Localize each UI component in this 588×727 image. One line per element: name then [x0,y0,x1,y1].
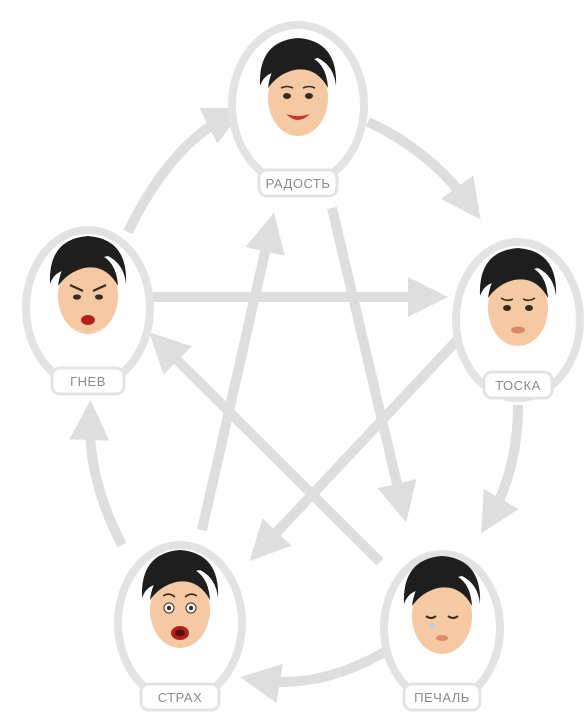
arrow-longing-to-sadness [490,405,518,518]
node-fear: СТРАХ [118,545,242,710]
node-label: СТРАХ [158,690,203,705]
node-joy: РАДОСТЬ [232,25,364,196]
node-sadness: ПЕЧАЛЬ [384,554,500,710]
node-anger: ГНЕВ [26,230,150,394]
arrow-longing-to-fear [262,335,462,548]
node-label: ТОСКА [495,378,541,393]
node-label: РАДОСТЬ [266,176,331,191]
arrow-joy-to-longing [368,122,470,205]
node-label: ГНЕВ [70,374,106,389]
arrow-anger-to-joy [128,116,228,232]
arrow-fear-to-joy [202,230,270,530]
arrow-fear-to-anger [90,418,122,545]
node-longing: ТОСКА [456,242,580,398]
node-label: ПЕЧАЛЬ [414,690,470,705]
arrow-sadness-to-fear [258,650,388,682]
